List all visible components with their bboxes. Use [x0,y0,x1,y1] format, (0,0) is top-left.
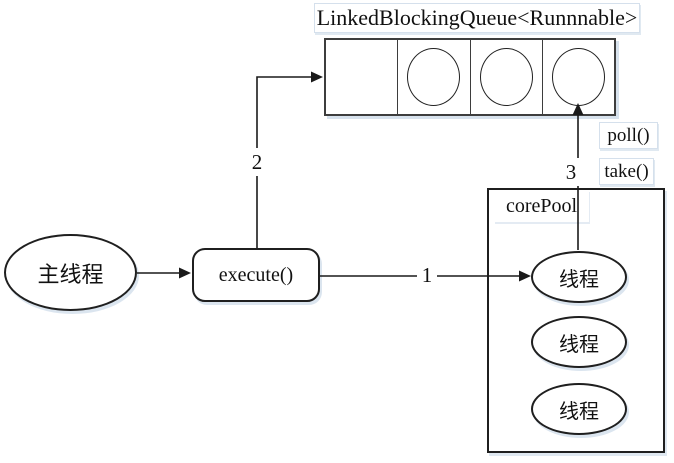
thread-node: 线程 [531,251,627,303]
take-label: take() [599,158,654,185]
blocking-queue-box [324,38,616,116]
poll-label: poll() [599,122,658,149]
queue-cell [398,40,471,114]
task-circle-icon [407,48,461,106]
arrowhead-execute-to-queue [311,71,323,83]
thread-node: 线程 [531,316,627,368]
task-circle-icon [551,48,605,106]
queue-cell [471,40,543,114]
edge-label-step3: 3 [561,158,581,186]
arrowhead-main-to-execute [179,267,191,279]
execute-node: execute() [192,248,320,302]
main-thread-node: 主线程 [4,234,137,311]
queue-title-label: LinkedBlockingQueue<Runnnable> [314,3,640,33]
edge-label-step2: 2 [247,148,267,176]
core-pool-label: corePool [494,190,589,222]
queue-cell [326,40,399,114]
edge-label-step1: 1 [417,261,437,289]
task-circle-icon [479,48,533,106]
thread-node: 线程 [531,383,627,435]
queue-cell [543,40,614,114]
